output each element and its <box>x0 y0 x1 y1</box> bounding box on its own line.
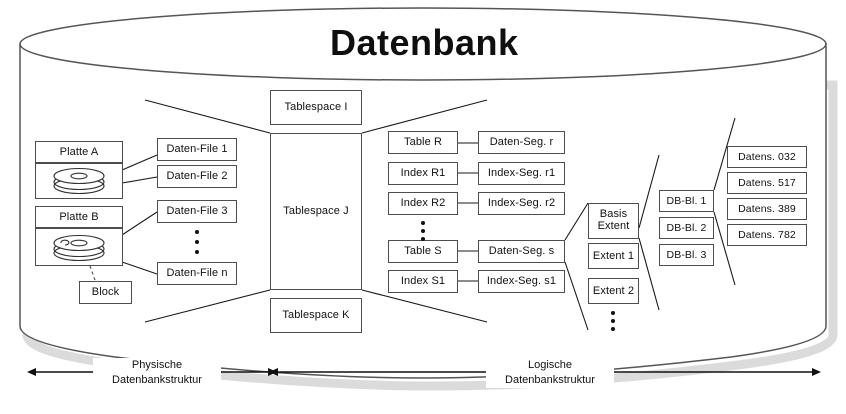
segment-box-daten-seg-r: Daten-Seg. r <box>478 131 565 154</box>
axis-label-physical-line2: Datenbankstruktur <box>112 373 202 386</box>
object-box-index-r2: Index R2 <box>388 192 458 215</box>
extent-box-basis: Basis Extent <box>588 203 639 239</box>
record-box-3: Datens. 389 <box>727 198 807 220</box>
data-file-box-2: Daten-File 2 <box>157 165 237 188</box>
segment-box-index-seg-r1: Index-Seg. r1 <box>478 162 565 185</box>
disk-body-platte-b <box>35 228 123 266</box>
record-box-1: Datens. 032 <box>727 146 807 168</box>
connector-group-disk-to-files <box>121 154 158 275</box>
data-file-box-n: Daten-File n <box>157 262 237 285</box>
tablespace-box-i: Tablespace I <box>270 90 362 125</box>
extent-ellipsis-icon <box>611 311 615 331</box>
object-ellipsis-icon <box>421 221 425 241</box>
axis-label-logical: Logische Datenbankstruktur <box>486 358 614 388</box>
data-file-box-1: Daten-File 1 <box>157 138 237 161</box>
db-block-box-2: DB-Bl. 2 <box>659 217 714 239</box>
axis-label-physical-line1: Physische <box>131 359 183 371</box>
extent-box-1: Extent 1 <box>588 243 639 269</box>
db-block-box-3: DB-Bl. 3 <box>659 244 714 266</box>
connector-group-blocks-to-records <box>713 117 736 286</box>
tablespace-box-k: Tablespace K <box>270 298 362 333</box>
disk-platter-icon <box>53 167 105 195</box>
tablespace-box-j: Tablespace J <box>270 133 362 290</box>
disk-header-platte-a: Platte A <box>35 141 123 163</box>
axis-label-logical-line2: Datenbankstruktur <box>505 373 595 386</box>
extent-box-2: Extent 2 <box>588 278 639 304</box>
disk-platter-icon <box>53 234 105 262</box>
connector-group-tablespace-to-objects <box>361 99 488 323</box>
extent-basis-line2: Extent <box>597 220 630 232</box>
page-title: Datenbank <box>330 22 519 63</box>
disk-header-platte-b: Platte B <box>35 206 123 228</box>
connector-group-segments-to-extents <box>564 202 589 331</box>
object-box-index-r1: Index R1 <box>388 162 458 185</box>
segment-box-index-seg-s1: Index-Seg. s1 <box>478 270 565 293</box>
segment-box-daten-seg-s: Daten-Seg. s <box>478 240 565 263</box>
axis-label-logical-line1: Logische <box>527 359 573 371</box>
connector-group-files-to-tablespaces <box>144 99 271 323</box>
axis-label-physical: Physische Datenbankstruktur <box>93 358 221 388</box>
disk-body-platte-a <box>35 163 123 199</box>
block-box: Block <box>79 281 132 304</box>
data-file-ellipsis-icon <box>195 230 199 254</box>
extent-basis-line1: Basis <box>599 208 628 221</box>
connector-group-extents-to-blocks <box>638 154 660 311</box>
data-file-box-3: Daten-File 3 <box>157 200 237 223</box>
object-box-index-s1: Index S1 <box>388 270 458 293</box>
object-box-table-r: Table R <box>388 131 458 154</box>
connector-group-objects-to-segments <box>458 142 478 282</box>
record-box-4: Datens. 782 <box>727 224 807 246</box>
record-box-2: Datens. 517 <box>727 172 807 194</box>
segment-box-index-seg-r2: Index-Seg. r2 <box>478 192 565 215</box>
db-block-box-1: DB-Bl. 1 <box>659 190 714 212</box>
object-box-table-s: Table S <box>388 240 458 263</box>
